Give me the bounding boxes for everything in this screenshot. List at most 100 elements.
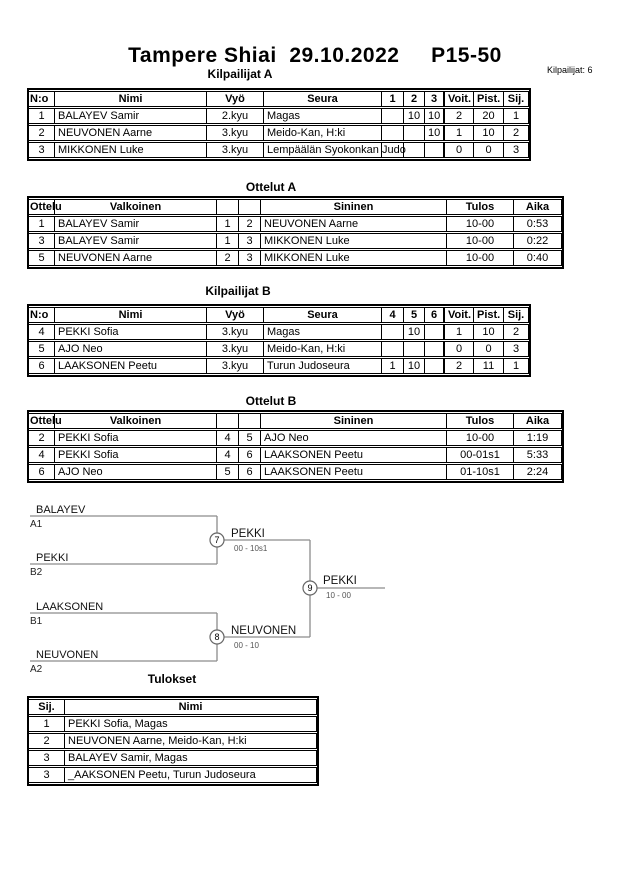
cell-match: 2 [29,430,55,446]
col-header-wins: Voit. [445,91,474,107]
bracket-slot-seed: B1 [30,616,43,627]
match-number: 7 [214,535,219,545]
cell-blue: NEUVONEN Aarne [261,216,447,232]
cell-name: MIKKONEN Luke [55,142,207,158]
cell-place: 2 [504,125,529,141]
cell-points: 11 [474,358,504,374]
cell-m3: 10 [425,125,445,141]
bracket-slot-seed: A1 [30,519,43,530]
cell-no: 5 [29,341,55,357]
col-header-blue: Sininen [261,199,447,215]
cell-no: 6 [29,358,55,374]
cell-m2: 10 [404,108,425,124]
cell-m1: 1 [382,358,404,374]
match-number: 8 [214,632,219,642]
cell-bno: 2 [239,216,261,232]
cell-place: 3 [29,767,65,783]
matches-b-table: Ottelu Valkoinen Sininen Tulos Aika 2 PE… [27,410,564,483]
pool-a-table: N:o Nimi Vyö Seura 1 2 3 Voit. Pist. Sij… [27,88,531,161]
match-number-circle [209,532,225,548]
cell-white: BALAYEV Samir [55,233,217,249]
col-header-place: Sij. [504,307,529,323]
table-row: 6 AJO Neo 5 6 LAAKSONEN Peetu 01-10s1 2:… [29,464,562,480]
table-row: 2 NEUVONEN Aarne, Meido-Kan, H:ki [29,733,317,749]
cell-place: 3 [504,142,529,158]
cell-m2: 10 [404,358,425,374]
cell-name: BALAYEV Samir [55,108,207,124]
cell-wins: 2 [445,108,474,124]
bracket-slot-name: NEUVONEN [36,649,98,661]
bracket-winner-name: PEKKI [231,528,265,540]
cell-bno: 3 [239,250,261,266]
bracket-slot-name: LAAKSONEN [36,601,103,613]
cell-match: 3 [29,233,55,249]
cell-result: 10-00 [447,216,514,232]
col-header-wno [217,199,239,215]
table-header-row: N:o Nimi Vyö Seura 1 2 3 Voit. Pist. Sij… [29,91,529,107]
bracket-slot-seed: A2 [30,664,43,675]
cell-place: 2 [504,324,529,340]
table-row: 1 PEKKI Sofia, Magas [29,716,317,732]
cell-belt: 3.kyu [207,125,264,141]
cell-wno: 4 [217,430,239,446]
cell-result: 10-00 [447,233,514,249]
table-row: 3 _AAKSONEN Peetu, Turun Judoseura [29,767,317,783]
table-row: 2 PEKKI Sofia 4 5 AJO Neo 10-00 1:19 [29,430,562,446]
bracket-slot-name: BALAYEV [36,504,86,516]
cell-wins: 1 [445,324,474,340]
col-header-place: Sij. [504,91,529,107]
cell-place: 1 [504,108,529,124]
col-header-m2: 2 [404,91,425,107]
col-header-points: Pist. [474,91,504,107]
cell-time: 2:24 [514,464,562,480]
cell-wins: 2 [445,358,474,374]
cell-wno: 1 [217,233,239,249]
table-row: 3 BALAYEV Samir, Magas [29,750,317,766]
cell-wins: 0 [445,142,474,158]
cell-m1 [382,108,404,124]
cell-wno: 5 [217,464,239,480]
cell-white: BALAYEV Samir [55,216,217,232]
cell-wno: 2 [217,250,239,266]
cell-m3: 10 [425,108,445,124]
cell-wins: 1 [445,125,474,141]
cell-belt: 3.kyu [207,142,264,158]
cell-club: Magas [264,324,382,340]
bracket-winner-name: PEKKI [323,575,357,587]
cell-match: 1 [29,216,55,232]
cell-name: NEUVONEN Aarne, Meido-Kan, H:ki [65,733,317,749]
cell-bno: 6 [239,464,261,480]
cell-blue: MIKKONEN Luke [261,233,447,249]
table-row: 4 PEKKI Sofia 3.kyu Magas 10 1 10 2 [29,324,529,340]
cell-time: 0:40 [514,250,562,266]
cell-no: 1 [29,108,55,124]
cell-points: 10 [474,125,504,141]
results-table: Sij. Nimi 1 PEKKI Sofia, Magas 2 NEUVONE… [27,696,319,786]
table-header-row: Sij. Nimi [29,699,317,715]
bracket-winner-name: NEUVONEN [231,625,296,637]
cell-no: 4 [29,324,55,340]
cell-place: 1 [29,716,65,732]
cell-place: 1 [504,358,529,374]
cell-white: NEUVONEN Aarne [55,250,217,266]
cell-m1 [382,324,404,340]
col-header-white: Valkoinen [55,413,217,429]
cell-wno: 4 [217,447,239,463]
cell-result: 01-10s1 [447,464,514,480]
col-header-m1: 4 [382,307,404,323]
competitor-count: Kilpailijat: 6 [547,65,593,75]
cell-m1 [382,341,404,357]
table-header-row: N:o Nimi Vyö Seura 4 5 6 Voit. Pist. Sij… [29,307,529,323]
cell-belt: 2.kyu [207,108,264,124]
cell-m2 [404,142,425,158]
cell-time: 0:22 [514,233,562,249]
cell-match: 4 [29,447,55,463]
cell-bno: 3 [239,233,261,249]
matches-a-table: Ottelu Valkoinen Sininen Tulos Aika 1 BA… [27,196,564,269]
cell-place: 3 [504,341,529,357]
cell-match: 6 [29,464,55,480]
table-row: 1 BALAYEV Samir 2.kyu Magas 10 10 2 20 1 [29,108,529,124]
col-header-match: Ottelu [29,413,62,429]
col-header-belt: Vyö [207,91,264,107]
